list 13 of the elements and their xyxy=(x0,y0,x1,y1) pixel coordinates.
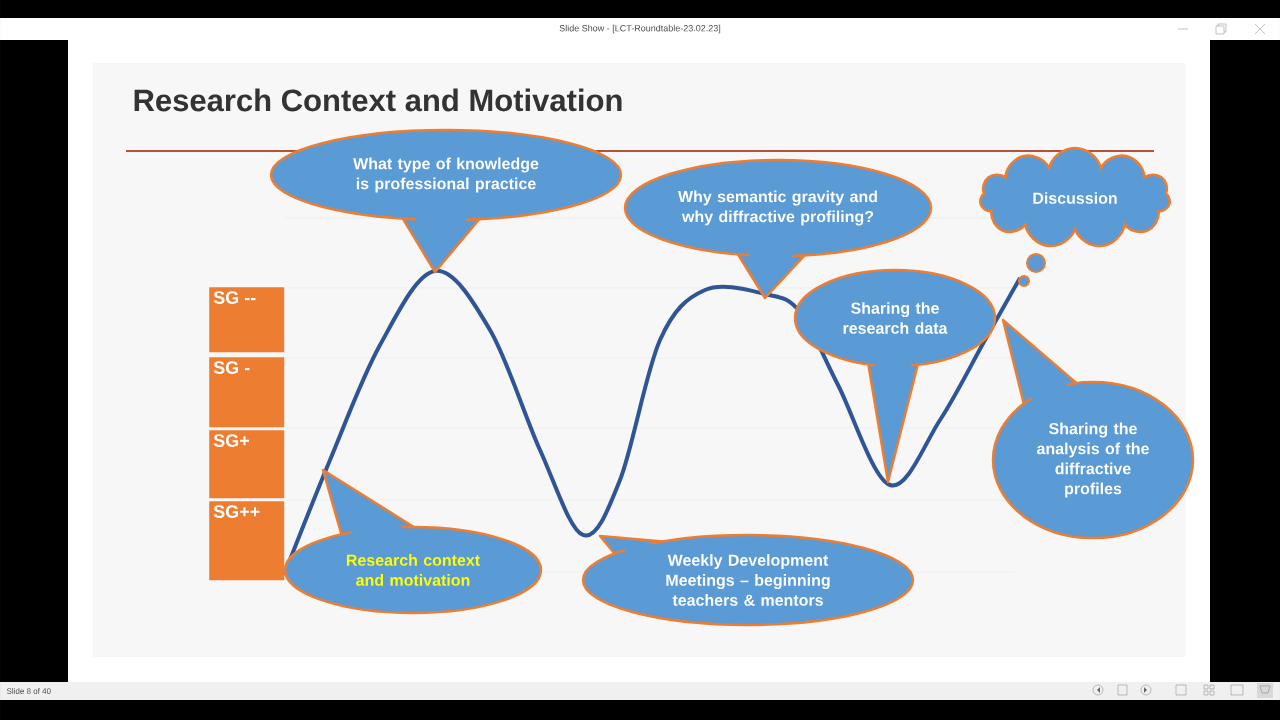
window-title: Slide Show - [LCT-Roundtable-23.02.23] xyxy=(559,24,721,34)
speech-bubble: Sharing the analysis of the diffractive profiles xyxy=(991,318,1195,540)
speech-bubble: Weekly Development Meetings – beginning teachers & mentors xyxy=(581,533,915,627)
level-box: SG+ xyxy=(209,430,285,499)
speech-bubble: Sharing the research data xyxy=(793,268,997,484)
level-box: SG -- xyxy=(209,287,285,353)
level-box: SG++ xyxy=(209,501,285,581)
thought-cloud: Discussion xyxy=(979,146,1171,287)
slide-title: Research Context and Motivation xyxy=(134,88,622,112)
level-box: SG - xyxy=(209,357,285,428)
speech-bubble: Research context and motivation xyxy=(283,468,543,615)
slide-counter: Slide 8 of 40 xyxy=(6,688,51,694)
speech-bubble: What type of knowledge is professional practice xyxy=(269,128,623,274)
